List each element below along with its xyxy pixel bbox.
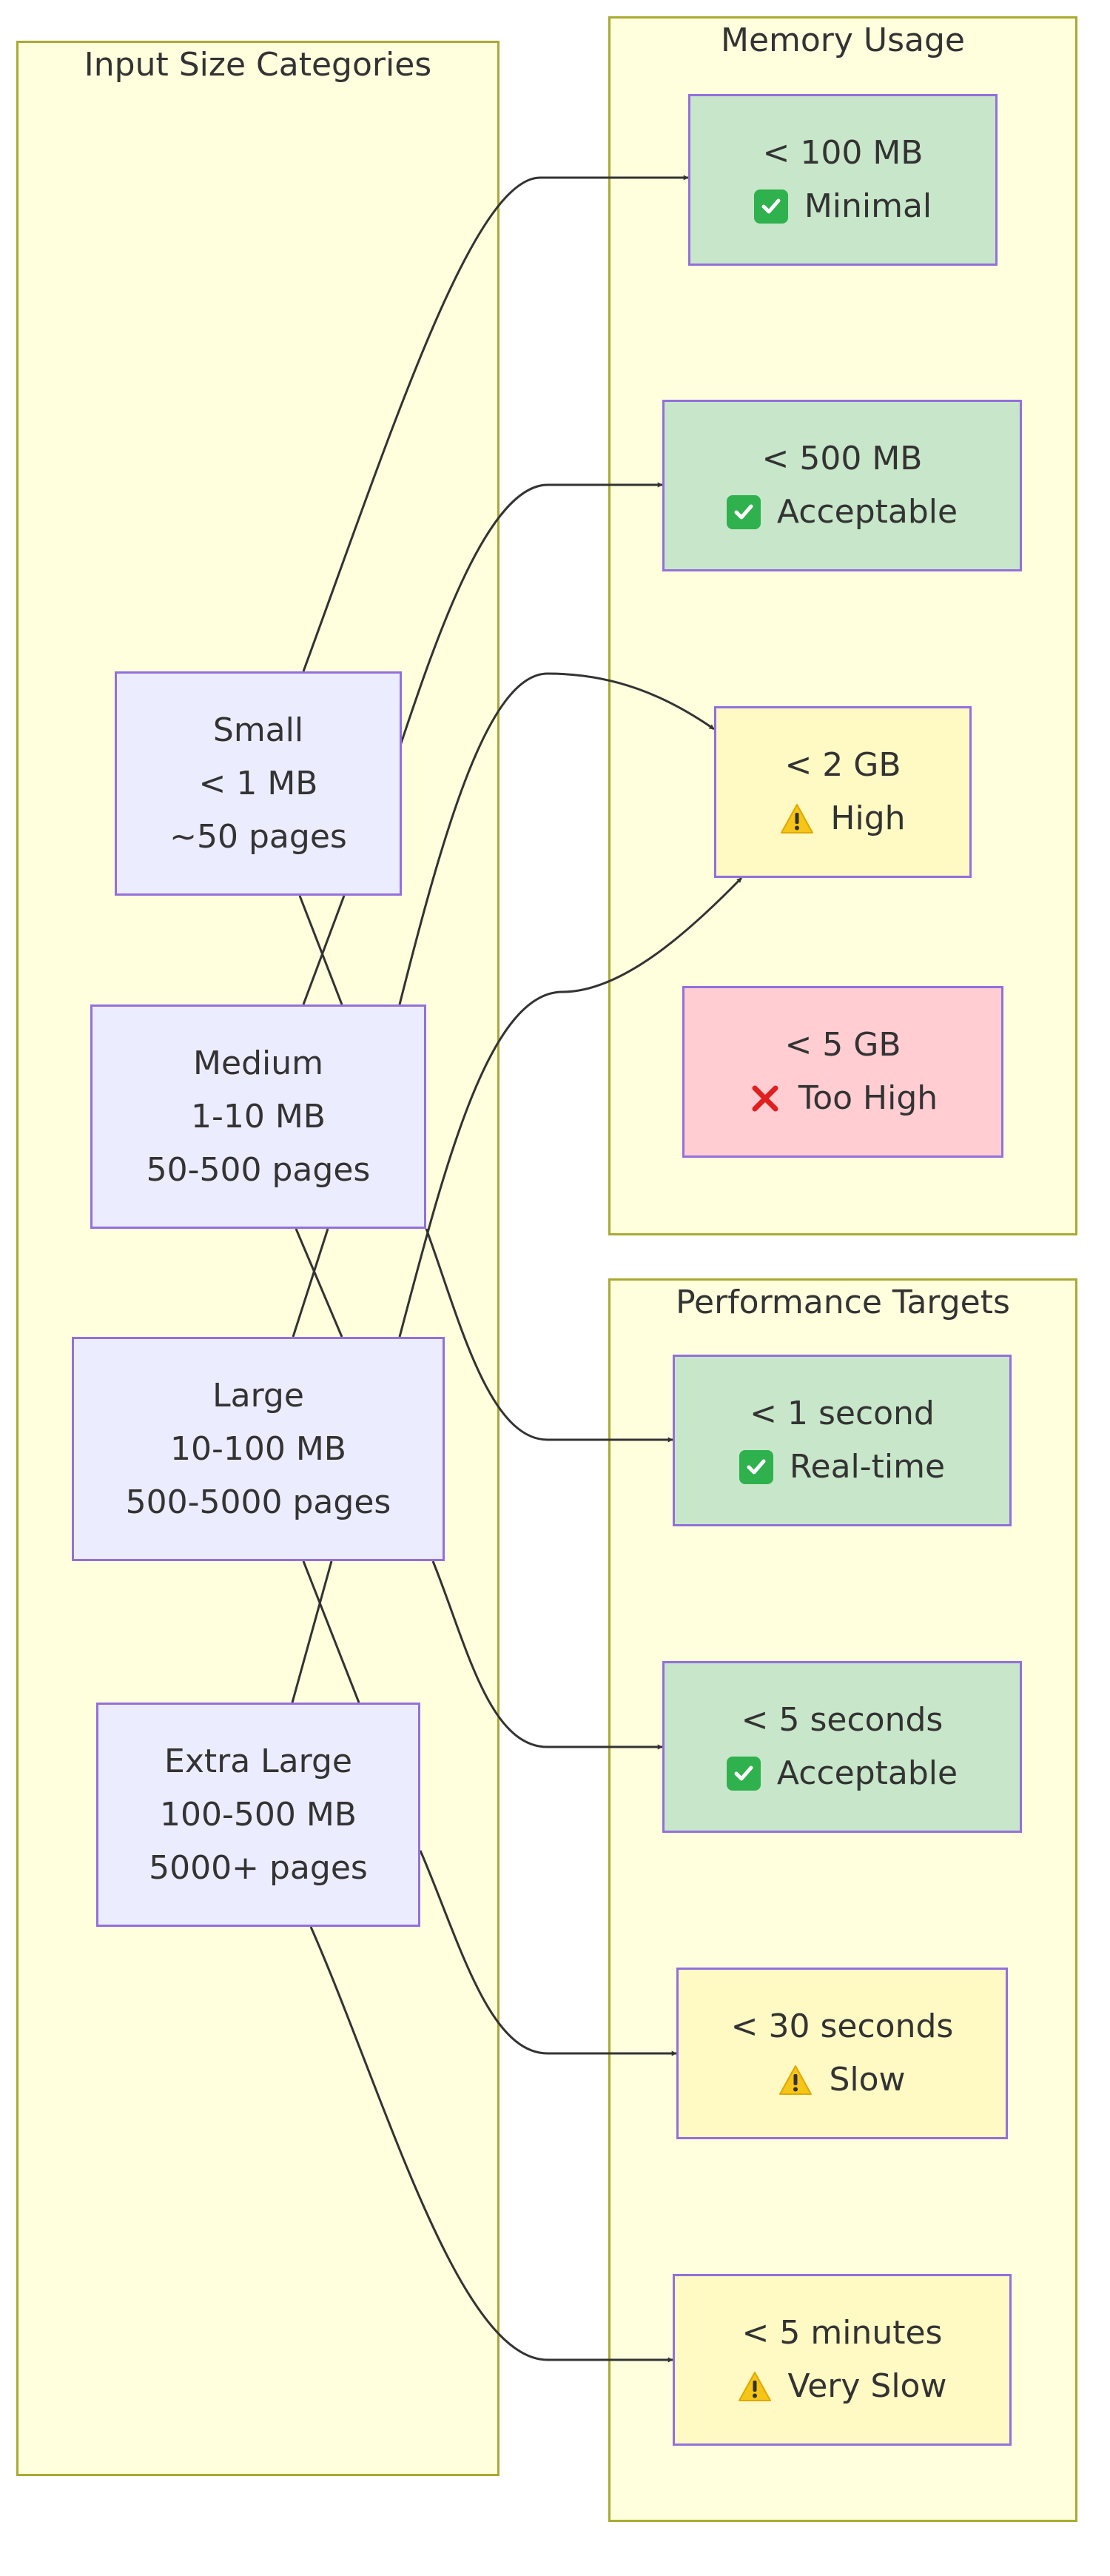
node-status: Acceptable <box>726 486 958 539</box>
input-size-categories-cluster: Input Size Categories <box>16 41 500 2476</box>
edge-small-to-1-second <box>295 895 673 1440</box>
node-size: 1-10 MB <box>191 1097 326 1136</box>
node-name: Large <box>212 1376 304 1415</box>
node-limit: < 30 seconds <box>730 2008 954 2045</box>
edge-medium-to-500mb <box>398 482 663 748</box>
performance-node-5-seconds[interactable]: < 5 seconds Acceptable <box>662 1661 1022 1833</box>
status-label: Very Slow <box>787 2367 947 2405</box>
node-size: 100-500 MB <box>160 1795 357 1834</box>
edge-medium-to-5-seconds <box>292 1228 662 1747</box>
cluster-title: Memory Usage <box>720 21 966 59</box>
warning-icon <box>778 2063 813 2097</box>
node-status: Acceptable <box>726 1747 958 1800</box>
node-limit: < 100 MB <box>762 134 924 172</box>
memory-node-5gb[interactable]: < 5 GB Too High <box>682 986 1003 1158</box>
node-limit: < 5 minutes <box>741 2314 943 2352</box>
status-label: Too High <box>798 1079 938 1117</box>
input-node-extra-large[interactable]: Extra Large 100-500 MB 5000+ pages <box>96 1703 420 1927</box>
node-pages: 500-5000 pages <box>125 1483 391 1521</box>
warning-icon <box>738 2369 772 2404</box>
status-label: Slow <box>829 2061 906 2099</box>
input-node-large[interactable]: Large 10-100 MB 500-5000 pages <box>72 1337 445 1561</box>
check-icon <box>753 189 788 224</box>
cluster-title: Performance Targets <box>676 1284 1010 1321</box>
node-name: Extra Large <box>164 1742 352 1780</box>
check-icon <box>726 1757 761 1791</box>
node-pages: ~50 pages <box>169 817 347 856</box>
performance-node-5-minutes[interactable]: < 5 minutes Very Slow <box>673 2274 1012 2446</box>
memory-node-2gb[interactable]: < 2 GB High <box>714 706 972 878</box>
node-pages: 50-500 pages <box>146 1150 371 1189</box>
node-name: Medium <box>193 1044 323 1082</box>
memory-node-100mb[interactable]: < 100 MB Minimal <box>688 94 998 266</box>
check-icon <box>726 495 761 529</box>
node-limit: < 5 GB <box>784 1026 901 1064</box>
edge-large-to-2gb <box>398 672 715 1005</box>
cluster-title: Input Size Categories <box>84 46 432 84</box>
performance-node-1-second[interactable]: < 1 second Real-time <box>673 1355 1012 1526</box>
node-limit: < 1 second <box>750 1395 935 1432</box>
input-node-small[interactable]: Small < 1 MB ~50 pages <box>115 671 402 896</box>
node-status: Very Slow <box>738 2360 947 2413</box>
performance-node-30-seconds[interactable]: < 30 seconds Slow <box>676 1968 1008 2139</box>
node-status: Too High <box>748 1072 938 1125</box>
node-status: Real-time <box>739 1440 945 1494</box>
cross-icon <box>748 1081 782 1116</box>
status-label: Acceptable <box>776 1754 958 1792</box>
edge-xlarge-to-2gb <box>398 876 743 1338</box>
node-limit: < 5 seconds <box>741 1701 944 1739</box>
node-status: Minimal <box>753 180 932 233</box>
check-icon <box>739 1450 773 1484</box>
input-node-medium[interactable]: Medium 1-10 MB 50-500 pages <box>90 1004 426 1229</box>
status-label: Acceptable <box>776 493 958 531</box>
node-limit: < 500 MB <box>761 440 923 477</box>
node-limit: < 2 GB <box>784 746 901 784</box>
node-status: High <box>780 792 906 845</box>
edge-small-to-100mb <box>302 175 689 672</box>
status-label: Minimal <box>804 187 932 225</box>
edge-xlarge-to-5-minutes <box>309 1926 673 2363</box>
memory-node-500mb[interactable]: < 500 MB Acceptable <box>662 400 1022 571</box>
node-pages: 5000+ pages <box>149 1848 368 1887</box>
node-size: < 1 MB <box>198 764 318 802</box>
node-status: Slow <box>778 2053 906 2107</box>
status-label: Real-time <box>789 1448 946 1486</box>
warning-icon <box>780 802 814 836</box>
status-label: High <box>830 799 906 837</box>
node-size: 10-100 MB <box>170 1429 346 1468</box>
node-name: Small <box>212 711 304 749</box>
edge-large-to-30-seconds <box>291 895 676 2053</box>
